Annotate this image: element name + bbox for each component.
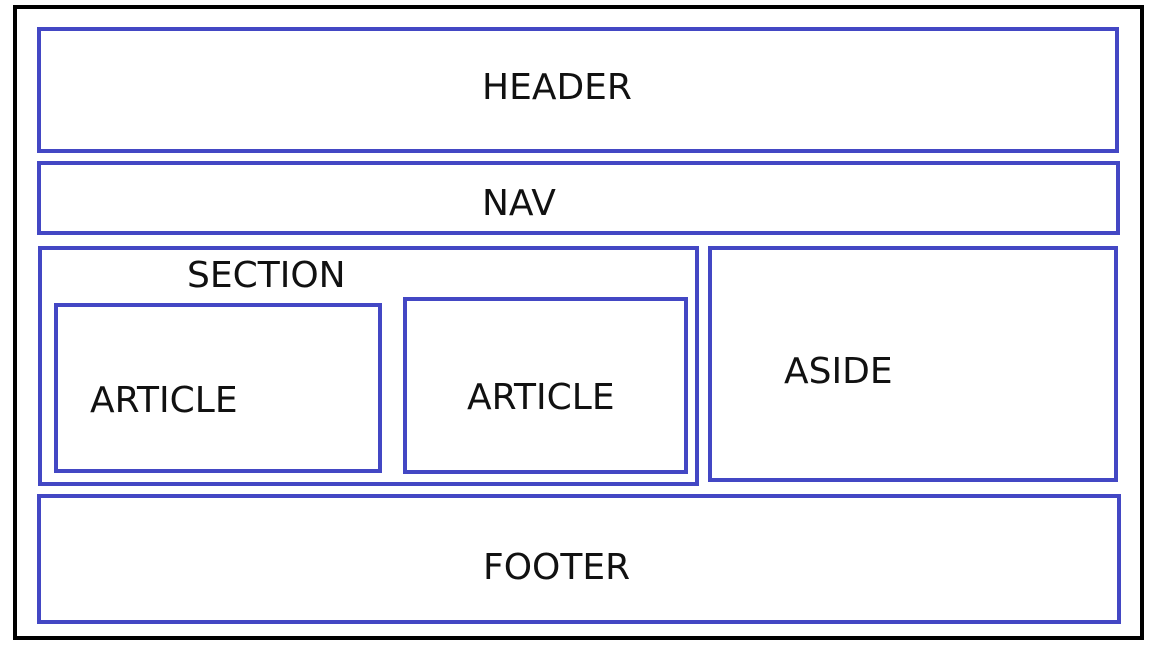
article-label-2: ARTICLE	[467, 377, 615, 418]
article-box-2	[403, 297, 688, 474]
aside-box	[708, 246, 1118, 482]
nav-box	[37, 161, 1120, 235]
aside-label: ASIDE	[784, 351, 893, 392]
article-box-1	[54, 303, 382, 473]
header-label: HEADER	[482, 67, 632, 108]
section-box	[38, 246, 699, 486]
footer-label: FOOTER	[483, 547, 631, 588]
section-label: SECTION	[187, 255, 346, 296]
article-label-1: ARTICLE	[90, 380, 238, 421]
header-box	[37, 27, 1119, 153]
footer-box	[37, 494, 1121, 624]
nav-label: NAV	[482, 183, 556, 224]
layout-diagram-frame	[13, 5, 1144, 640]
